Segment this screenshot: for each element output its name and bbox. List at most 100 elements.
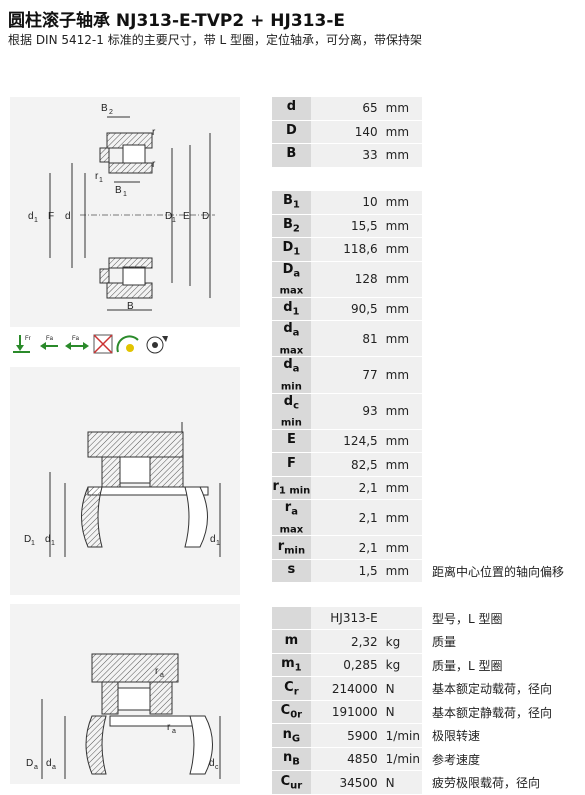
- spec-unit: mm: [381, 429, 422, 454]
- symbol-letter: C: [280, 703, 291, 719]
- svg-text:d: d: [209, 758, 215, 769]
- axial-load-left-icon: Fa: [40, 336, 58, 350]
- symbol-letter: D: [282, 261, 294, 277]
- symbol-letter: r: [277, 538, 285, 554]
- symbol-letter: n: [282, 726, 292, 742]
- svg-text:1: 1: [51, 540, 55, 547]
- spec-symbol: B2: [272, 214, 311, 238]
- symbol-letter: r: [272, 479, 279, 495]
- symbol-subscript: G: [291, 733, 301, 745]
- svg-text:2: 2: [109, 109, 113, 116]
- svg-text:d: d: [65, 211, 71, 222]
- spec-value: 34500: [310, 771, 382, 795]
- spec-value: 81: [310, 321, 382, 358]
- svg-text:Fa: Fa: [72, 336, 80, 342]
- spec-symbol: m1: [272, 653, 311, 678]
- spec-symbol: B: [272, 144, 311, 168]
- svg-text:B: B: [127, 301, 134, 312]
- axial-load-both-icon: Fa: [65, 336, 89, 350]
- svg-text:d: d: [210, 534, 216, 545]
- group-separator: [272, 583, 585, 607]
- spec-unit: mm: [381, 393, 422, 430]
- spec-unit: mm: [381, 238, 422, 262]
- svg-text:Fa: Fa: [46, 336, 54, 342]
- spec-unit: mm: [381, 97, 422, 121]
- symbol-letter: d: [286, 99, 297, 115]
- symbol-subscript: 2: [292, 223, 300, 235]
- spec-description: 基本额定静载荷，径向: [422, 700, 585, 725]
- svg-text:a: a: [52, 764, 56, 771]
- spec-description: [422, 191, 585, 215]
- spec-value: 0,285: [310, 653, 382, 678]
- spec-unit: mm: [381, 357, 422, 394]
- symbol-letter: B: [282, 193, 293, 209]
- symbol-subscript: B: [292, 756, 300, 768]
- svg-text:r: r: [152, 159, 156, 170]
- radial-load-icon: Fr: [13, 335, 31, 353]
- spec-unit: mm: [381, 453, 422, 477]
- symbol-letter: B: [282, 216, 293, 232]
- symbol-letter: d: [283, 321, 293, 337]
- symbol-letter: B: [286, 146, 297, 162]
- spec-value: 90,5: [310, 297, 382, 322]
- svg-text:F: F: [48, 211, 54, 222]
- symbol-subscript: r: [293, 686, 299, 698]
- symbol-letter: C: [280, 773, 291, 789]
- spec-symbol: E: [272, 429, 311, 454]
- spec-symbol: C0r: [272, 700, 311, 725]
- spec-unit: kg: [381, 653, 422, 678]
- spec-symbol: d: [272, 97, 311, 121]
- spec-symbol: d1: [272, 297, 311, 322]
- spec-value: 140: [310, 120, 382, 144]
- svg-text:D: D: [202, 211, 209, 222]
- spec-symbol: nB: [272, 747, 311, 772]
- symbol-letter: d: [283, 300, 293, 316]
- spec-description: [422, 536, 585, 560]
- spec-description: [422, 238, 585, 262]
- spec-value: 4850: [310, 747, 382, 772]
- symbol-subscript: a max: [279, 268, 304, 297]
- spec-unit: N: [381, 771, 422, 795]
- spec-unit: mm: [381, 476, 422, 501]
- svg-text:B: B: [115, 185, 122, 196]
- svg-text:a: a: [160, 672, 164, 679]
- svg-text:d: d: [45, 534, 51, 545]
- spec-value: 10: [310, 191, 382, 215]
- spec-description: [422, 357, 585, 394]
- spec-description: 疲劳极限载荷，径向: [422, 771, 585, 795]
- spec-description: 质量: [422, 630, 585, 654]
- spec-value: 2,32: [310, 630, 382, 654]
- spec-value: 33: [310, 144, 382, 168]
- symbol-letter: D: [282, 240, 294, 256]
- spec-symbol: ra max: [272, 500, 311, 537]
- symbol-subscript: 0r: [290, 709, 303, 721]
- self-lubrication-icon: [116, 335, 139, 353]
- symbol-subscript: 1: [292, 306, 300, 318]
- spec-value: 128: [310, 261, 382, 298]
- spec-value: HJ313-E: [310, 606, 382, 631]
- group-separator: [272, 167, 585, 191]
- spec-symbol: D: [272, 120, 311, 144]
- spec-unit: kg: [381, 630, 422, 654]
- symbol-letter: m: [281, 656, 295, 672]
- spec-symbol: m: [272, 630, 311, 654]
- svg-text:1: 1: [31, 540, 35, 547]
- spec-unit: mm: [381, 321, 422, 358]
- symbol-letter: d: [283, 393, 294, 409]
- svg-text:r: r: [152, 127, 156, 138]
- bearing-feature-icons: Fr Fa Fa: [10, 332, 240, 356]
- spec-description: [422, 321, 585, 358]
- spec-symbol: dc min: [272, 393, 311, 430]
